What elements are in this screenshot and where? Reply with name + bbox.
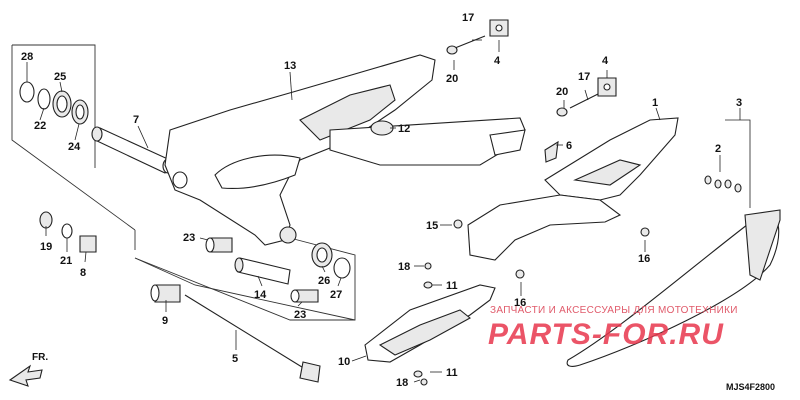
- callout-11a: 11: [446, 280, 458, 292]
- callout-24: 24: [68, 141, 81, 153]
- callout-28: 28: [21, 51, 33, 63]
- swingarm: [164, 54, 526, 246]
- chain-joint-parts: [704, 175, 742, 193]
- front-direction-label: FR.: [32, 352, 49, 363]
- chain-case: [364, 117, 679, 363]
- callout-13: 13: [284, 60, 296, 72]
- callout-23a: 23: [183, 232, 195, 244]
- pipe-collar: [91, 126, 174, 174]
- callout-2: 2: [715, 143, 721, 155]
- callout-17b: 17: [578, 71, 590, 83]
- callout-9: 9: [162, 315, 168, 327]
- callout-21: 21: [60, 255, 72, 267]
- callout-16b: 16: [514, 297, 526, 309]
- watermark-logo: PARTS-FOR.RU: [488, 318, 724, 351]
- callout-14: 14: [254, 289, 267, 301]
- callout-27: 27: [330, 289, 342, 301]
- adjuster-blocks: [446, 19, 617, 117]
- front-arrow-icon: [8, 364, 43, 387]
- drive-chain: [566, 209, 781, 367]
- callout-19: 19: [40, 241, 52, 253]
- callout-22: 22: [34, 120, 46, 132]
- callout-25: 25: [54, 71, 66, 83]
- callout-18b: 18: [396, 377, 408, 389]
- callout-15: 15: [426, 220, 438, 232]
- callout-20a: 20: [446, 73, 458, 85]
- leader-lines: [26, 39, 751, 383]
- callout-17a: 17: [462, 12, 474, 24]
- callout-4b: 4: [602, 55, 609, 67]
- callout-5: 5: [232, 353, 238, 365]
- callout-18a: 18: [398, 261, 410, 273]
- watermark-subtitle: ЗАПЧАСТИ И АКСЕССУАРЫ ДЛЯ МОТОТЕХНИКИ: [490, 305, 738, 316]
- callout-6: 6: [566, 140, 572, 152]
- callout-1: 1: [652, 97, 658, 109]
- callout-23b: 23: [294, 309, 306, 321]
- callout-labels: 28 25 22 24 7 13 17 20 4 4 17 20 1 3 2 1…: [21, 12, 742, 389]
- diagram-code: MJS4F2800: [726, 382, 776, 392]
- callout-26: 26: [318, 275, 330, 287]
- callout-16a: 16: [638, 253, 650, 265]
- screws: [413, 140, 650, 386]
- bearing-parts-top: [19, 81, 89, 125]
- callout-8: 8: [80, 267, 86, 279]
- pivot-bolt: [134, 257, 356, 383]
- bushings-middle: [39, 211, 351, 303]
- callout-12: 12: [398, 123, 410, 135]
- callout-3: 3: [736, 97, 742, 109]
- callout-4a: 4: [494, 55, 501, 67]
- callout-11b: 11: [446, 367, 458, 379]
- callout-10: 10: [338, 356, 350, 368]
- callout-7: 7: [133, 114, 139, 126]
- callout-20b: 20: [556, 86, 568, 98]
